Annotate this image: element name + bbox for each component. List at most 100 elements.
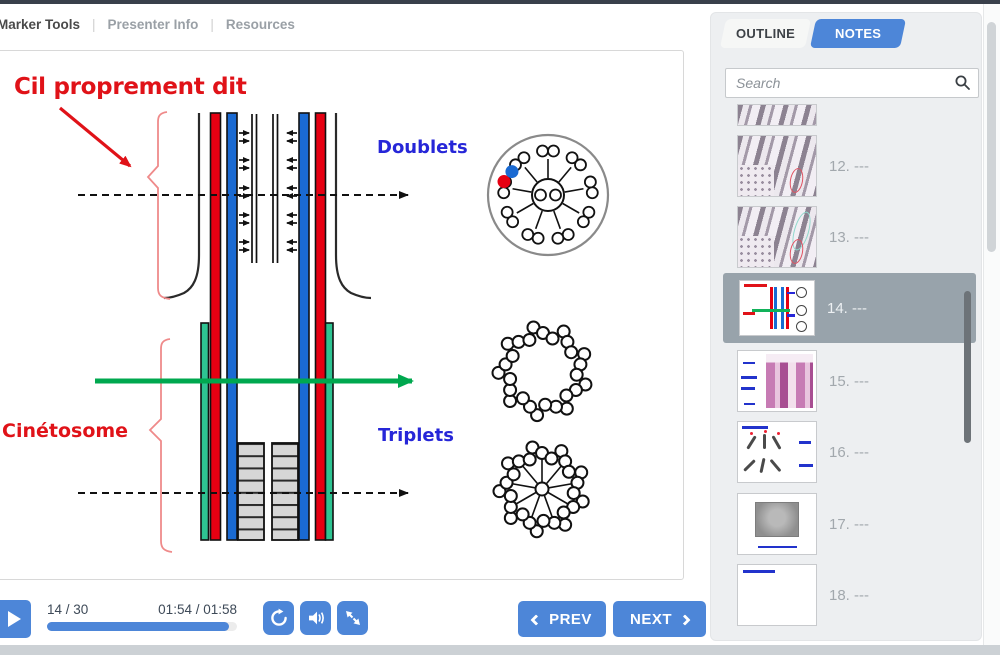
axoneme-cross-section	[486, 133, 610, 257]
red-dot	[763, 430, 767, 434]
list-item-14-selected[interactable]: 14. ---	[723, 273, 976, 343]
mini-label	[798, 441, 812, 444]
prev-button[interactable]: PREV	[518, 601, 606, 637]
basal-body-cross-section	[492, 440, 590, 539]
cilium-stroke	[762, 434, 766, 449]
play-button[interactable]	[0, 600, 31, 638]
mini-label	[787, 314, 795, 317]
list-item-label: 15. ---	[829, 372, 870, 390]
list-item-12[interactable]: 12. ---	[711, 135, 971, 197]
list-item-13[interactable]: 13. ---	[711, 206, 971, 268]
page-scrollbar[interactable]	[983, 4, 1000, 655]
cilium-stroke	[759, 457, 766, 474]
tab-notes[interactable]: NOTES	[809, 19, 907, 48]
menu-presenter-info[interactable]: Presenter Info	[107, 17, 199, 32]
chevron-left-icon	[530, 613, 542, 626]
mini-label	[787, 291, 795, 295]
mini-bar	[781, 287, 785, 329]
fullscreen-icon	[345, 611, 360, 625]
mini-cross-section	[795, 320, 807, 332]
search-input[interactable]	[725, 68, 979, 98]
slide-thumbnail[interactable]	[737, 493, 817, 555]
menu-resources[interactable]: Resources	[225, 17, 295, 32]
list-item-label: 13. ---	[829, 228, 870, 246]
list-item[interactable]	[711, 104, 971, 126]
volume-icon	[308, 611, 324, 625]
next-label: NEXT	[629, 610, 672, 628]
membrane-left	[163, 113, 201, 300]
mini-cross-section	[795, 287, 807, 299]
slide-thumbnail[interactable]	[737, 206, 817, 268]
cilium-stroke	[743, 459, 756, 472]
mini-label	[744, 402, 756, 406]
cilium-stroke	[771, 435, 782, 450]
slide-thumbnail[interactable]	[737, 350, 817, 412]
red-dot	[750, 431, 754, 435]
micrograph-speckle	[738, 235, 774, 267]
microtubule-blue-right	[298, 112, 310, 541]
mini-green-arrow	[751, 309, 791, 313]
search-box	[725, 68, 979, 98]
prev-label: PREV	[549, 610, 592, 628]
menu-separator: |	[210, 17, 214, 32]
page-scrollbar-thumb[interactable]	[987, 22, 996, 252]
cilium-stroke	[769, 458, 782, 473]
label-doublets: Doublets	[377, 137, 468, 158]
label-cinetosome: Cinétosome	[2, 420, 128, 442]
transition-cross-section	[491, 320, 593, 423]
header-menu: Marker Tools | Presenter Info | Resource…	[0, 17, 295, 32]
list-item-label: 14. ---	[827, 299, 868, 317]
volume-button[interactable]	[300, 601, 331, 635]
micrograph-photo	[755, 501, 799, 537]
progress-bar[interactable]	[47, 622, 237, 631]
micrograph-speckle	[738, 164, 774, 196]
progress-fill	[47, 622, 230, 631]
mini-label	[798, 464, 813, 467]
micrograph-thumb-art	[738, 105, 816, 125]
slide-thumbnail[interactable]	[737, 104, 817, 126]
bottom-border-strip	[0, 645, 1000, 655]
mini-cross-section	[795, 304, 807, 316]
list-item-15[interactable]: 15. ---	[711, 350, 971, 412]
microtubule-red-left	[209, 112, 222, 541]
list-item-17[interactable]: 17. ---	[711, 493, 971, 555]
membrane-right	[334, 113, 372, 300]
dynein-arrows	[239, 130, 297, 253]
sidebar-panel: OUTLINE NOTES 12. ---	[710, 12, 982, 641]
time-display: 01:54 / 01:58	[158, 602, 237, 617]
histology-thumb-art	[766, 354, 813, 408]
microtubule-blue-left	[226, 112, 238, 541]
microtubule-green-right	[324, 322, 334, 541]
ladder-left	[237, 442, 265, 541]
tab-notes-label: NOTES	[834, 26, 882, 41]
tab-outline[interactable]: OUTLINE	[719, 19, 812, 48]
mini-bar	[785, 287, 789, 329]
mini-bar	[774, 287, 778, 329]
red-dot	[777, 431, 780, 435]
ladder-right	[271, 442, 299, 541]
list-item-label: 18. ---	[829, 586, 870, 604]
slide-thumbnail[interactable]	[737, 421, 817, 483]
label-cil-proprement-dit: Cil proprement dit	[14, 74, 247, 100]
brace-cil	[146, 111, 171, 300]
player-meta: 14 / 30 01:54 / 01:58	[47, 602, 237, 617]
menu-marker-tools[interactable]: Marker Tools	[0, 17, 81, 32]
tab-outline-label: OUTLINE	[735, 26, 796, 41]
mini-red-title	[744, 284, 767, 288]
fullscreen-button[interactable]	[337, 601, 368, 635]
slide-thumbnail[interactable]	[737, 564, 817, 626]
list-item-16[interactable]: 16. ---	[711, 421, 971, 483]
replay-button[interactable]	[263, 601, 294, 635]
list-item-18[interactable]: 18. ---	[711, 564, 971, 626]
search-icon[interactable]	[954, 74, 972, 92]
next-button[interactable]: NEXT	[613, 601, 706, 637]
mini-label	[741, 387, 756, 390]
list-item-label: 17. ---	[829, 515, 870, 533]
slide-thumbnail[interactable]	[737, 135, 817, 197]
play-icon	[8, 611, 21, 627]
list-scrollbar-thumb[interactable]	[964, 291, 971, 443]
mini-title	[742, 570, 776, 573]
menu-separator: |	[92, 17, 96, 32]
slide-thumbnail-current[interactable]	[739, 280, 815, 336]
